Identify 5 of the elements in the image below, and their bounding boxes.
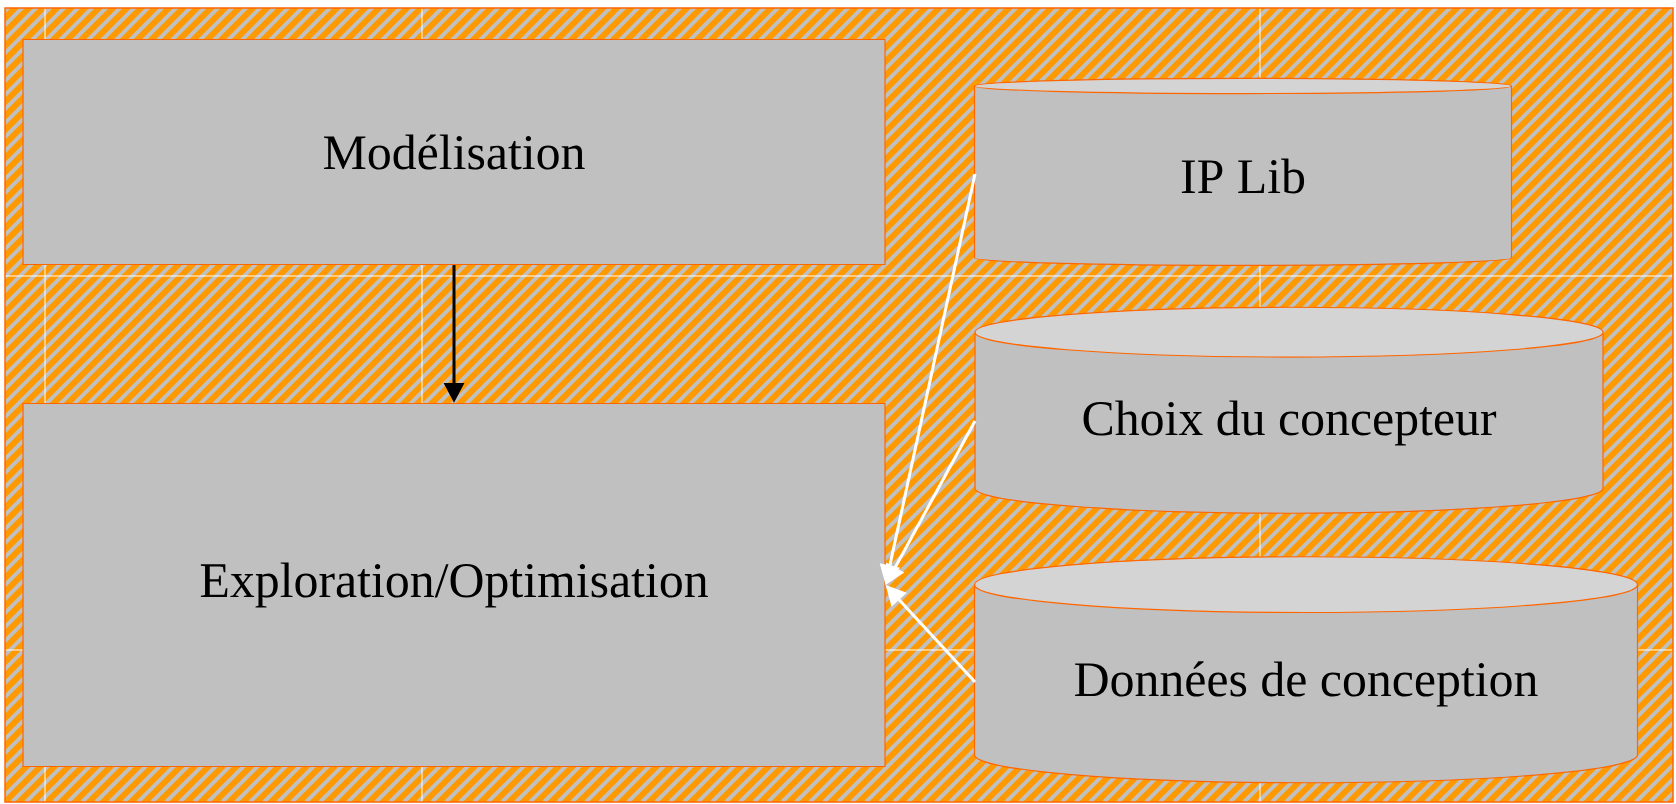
database-cylinder: Choix du concepteur [974,306,1604,514]
process-box: Exploration/Optimisation [22,402,886,768]
database-cylinder: Données de conception [973,556,1639,784]
database-cylinder: IP Lib [973,77,1513,267]
process-box: Modélisation [22,38,886,266]
